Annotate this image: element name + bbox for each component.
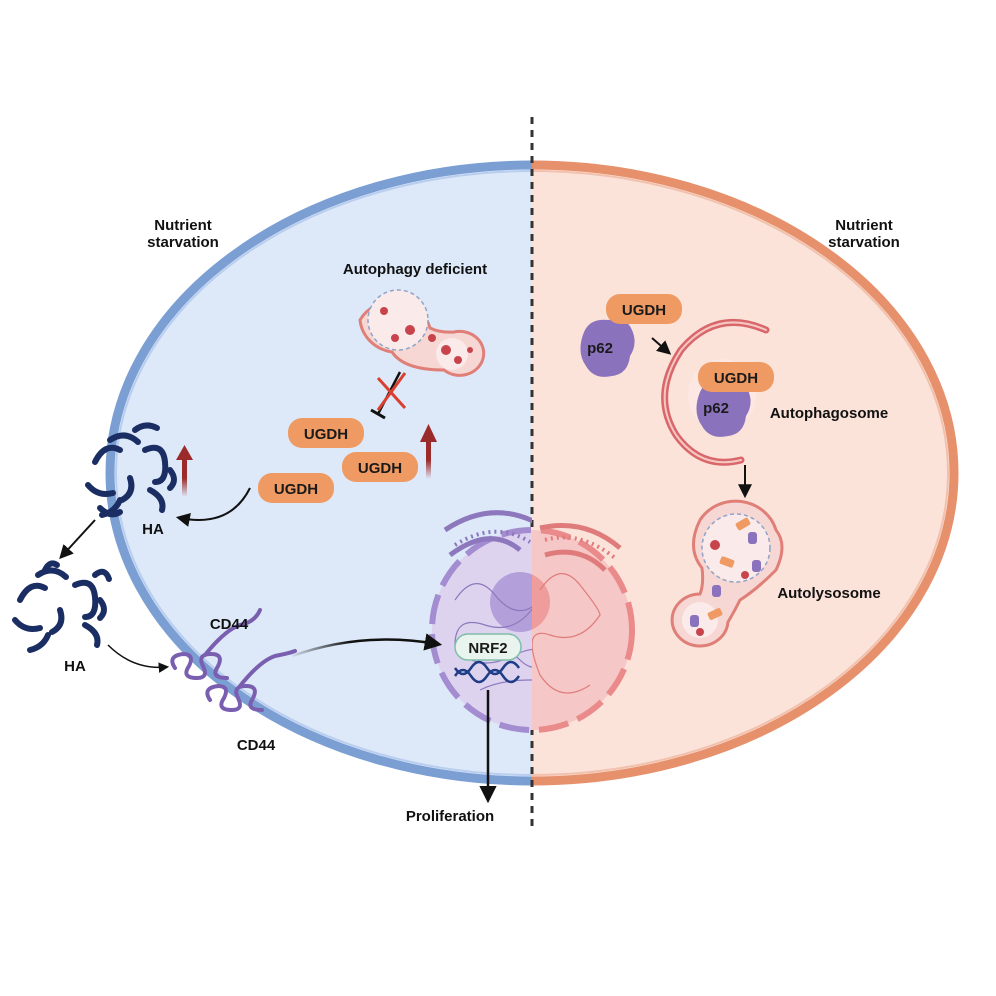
autophagosome-label: Autophagosome <box>770 405 888 422</box>
cd44-receptor-lower <box>205 649 297 713</box>
nucleus <box>429 510 635 733</box>
ugdh-label: UGDH <box>304 426 348 443</box>
cd44-label-lower: CD44 <box>237 737 276 754</box>
right-starvation-label-line2: starvation <box>828 234 900 251</box>
ha-cluster-extracellular <box>12 560 112 653</box>
p62-label: p62 <box>703 400 729 417</box>
ugdh-label: UGDH <box>622 302 666 319</box>
nrf2-badge: NRF2 <box>454 633 522 661</box>
dna-helix <box>453 660 521 684</box>
p62-label: p62 <box>587 340 613 357</box>
ugdh-blob-free: UGDH <box>606 294 682 324</box>
ha-to-cd44-arrow <box>107 644 170 673</box>
ha-release-arrow <box>59 519 96 560</box>
ha-label-membrane: HA <box>142 521 164 538</box>
ugdh-to-ha-arrow <box>175 487 251 527</box>
ugdh-blob-2: UGDH <box>342 452 418 482</box>
ugdh-blob-bound: UGDH <box>698 362 774 392</box>
autolysosome-label: Autolysosome <box>777 585 880 602</box>
p62-blob-free: p62 <box>580 319 635 377</box>
ugdh-increase-up-arrow <box>420 424 437 479</box>
left-starvation-label-line1: Nutrient <box>154 217 212 234</box>
ugdh-blob-1: UGDH <box>288 418 364 448</box>
ha-increase-up-arrow <box>176 445 193 497</box>
proliferation-label: Proliferation <box>406 808 494 825</box>
ha-label-extracellular: HA <box>64 658 86 675</box>
deficient-autolysosome <box>358 289 486 377</box>
left-starvation-label-line2: starvation <box>147 234 219 251</box>
p62-blob-bound: p62 <box>696 379 751 437</box>
ugdh-blob-3: UGDH <box>258 473 334 503</box>
ugdh-label: UGDH <box>714 370 758 387</box>
ugdh-label: UGDH <box>358 460 402 477</box>
autophagy-blocked-symbol <box>370 371 407 420</box>
nrf2-label: NRF2 <box>468 640 507 657</box>
cd44-to-nrf2-arrow <box>291 633 443 658</box>
cd44-label-upper: CD44 <box>210 616 249 633</box>
autophagy-deficient-label: Autophagy deficient <box>343 261 487 278</box>
to-autophagosome-arrow <box>651 337 672 355</box>
right-starvation-label-line1: Nutrient <box>835 217 893 234</box>
autolysosome <box>670 499 784 648</box>
ha-cluster-membrane <box>85 422 177 518</box>
cd44-receptor-upper <box>170 608 262 681</box>
ugdh-label: UGDH <box>274 481 318 498</box>
